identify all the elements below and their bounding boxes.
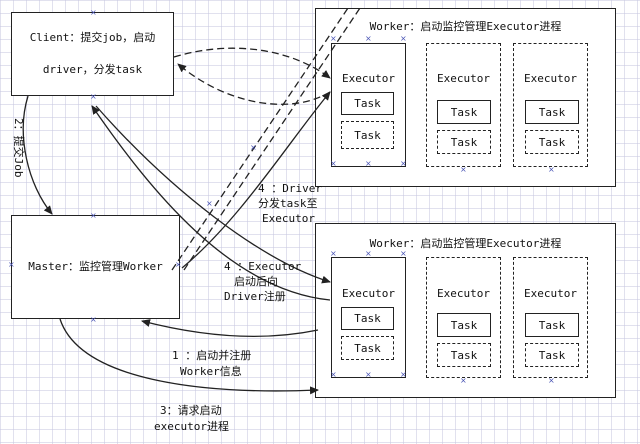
task-label: Task [538,348,566,362]
master-box: Master：监控管理Worker [11,215,180,319]
client-box: Client：提交job，启动 driver，分发task [11,12,174,96]
task-box: Task [437,343,491,367]
handle-marker: × [330,159,337,168]
label-driver-dispatch-3: Executor [262,212,315,225]
task-label: Task [450,348,478,362]
worker-register-arrow [141,319,319,338]
label-driver-dispatch-2: 分发task至 [258,197,318,210]
task-label: Task [354,312,381,325]
handle-marker: × [175,260,182,269]
task-box: Task [525,130,579,154]
request-executor-arrow [59,318,319,395]
handle-marker: × [460,165,467,174]
handle-marker: × [90,211,97,220]
master-executor-arrow [181,91,331,269]
executor-label: Executor [437,287,490,300]
submit-job-arrow [22,95,53,215]
task-box: Task [341,121,394,149]
worker1-client-link [177,63,331,105]
handle-marker: × [330,34,337,43]
client-worker1-link [173,47,331,79]
handle-marker: × [365,159,372,168]
label-worker-register-1: 1 ：启动并注册 [172,349,252,362]
handle-marker: × [365,370,372,379]
master-worker1-link-a [171,7,349,271]
handle-marker: × [400,34,407,43]
handle-marker: × [8,260,15,269]
client-label-line1: Client：提交job，启动 [29,31,156,44]
executor-label: Executor [524,72,577,85]
task-label: Task [538,105,566,119]
handle-marker: × [400,249,407,258]
label-driver-dispatch-1: 4 ：Driver [258,182,322,195]
task-box: Task [525,343,579,367]
label-request-executor-1: 3：请求启动 [160,404,222,417]
label-worker-register-2: Worker信息 [180,365,242,378]
handle-marker: × [548,165,555,174]
task-label: Task [538,135,566,149]
handle-marker: × [400,370,407,379]
driver-dispatch-arrow [95,105,331,284]
handle-marker: × [330,370,337,379]
handle-marker: × [90,8,97,17]
handle-marker: × [460,376,467,385]
handle-marker: × [90,315,97,324]
task-label: Task [354,341,381,355]
label-request-executor-2: executor进程 [154,420,229,433]
task-label: Task [354,128,381,142]
task-box: Task [525,100,579,124]
handle-marker: × [400,159,407,168]
task-box: Task [525,313,579,337]
worker-title-1: Worker：启动监控管理Executor进程 [369,20,562,33]
handle-marker: × [250,143,257,152]
label-executor-register-2: 启动后向 [234,275,278,288]
worker-title-2: Worker：启动监控管理Executor进程 [369,237,562,250]
handle-marker: × [365,34,372,43]
label-submit-job: 2：提交Job [12,118,25,178]
task-box: Task [437,100,491,124]
task-label: Task [450,318,478,332]
label-executor-register-1: 4 ：Executor [224,260,302,273]
label-executor-register-3: Driver注册 [224,290,286,303]
handle-marker: × [206,199,213,208]
task-box: Task [341,92,394,115]
task-label: Task [450,105,478,119]
master-label: Master：监控管理Worker [28,260,163,273]
task-label: Task [450,135,478,149]
handle-marker: × [90,92,97,101]
executor-label: Executor [342,287,395,300]
task-box: Task [437,313,491,337]
task-label: Task [538,318,566,332]
executor-register-arrow [91,105,331,301]
handle-marker: × [365,249,372,258]
task-box: Task [341,307,394,330]
handle-marker: × [330,249,337,258]
master-worker1-link-b [183,7,361,271]
executor-label: Executor [342,72,395,85]
client-label-line2: driver，分发task [42,63,143,76]
executor-label: Executor [524,287,577,300]
task-label: Task [354,97,381,110]
handle-marker: × [548,376,555,385]
executor-label: Executor [437,72,490,85]
task-box: Task [437,130,491,154]
task-box: Task [341,336,394,360]
